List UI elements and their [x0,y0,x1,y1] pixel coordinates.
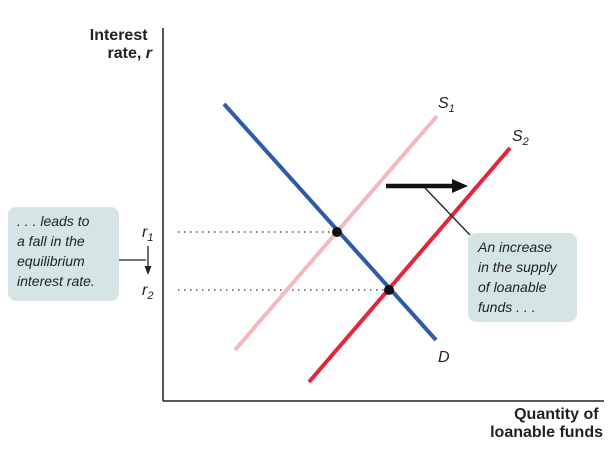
rate-fall-arrowhead [144,266,152,275]
supply-shift-arrowhead [452,179,468,193]
supply-2-label: S2 [512,128,529,148]
equilibrium-point-2 [384,285,394,295]
supply-curve-2 [307,146,512,384]
right-callout-text: An increase in the supply of loanable fu… [477,239,561,315]
equilibrium-point-1 [332,227,342,237]
demand-curve [222,102,438,342]
rate-1-label: r1 [142,224,153,244]
left-callout-text: . . . leads to a fall in the equilibrium… [17,213,95,289]
supply-1-label: S1 [438,95,455,115]
left-callout-box [8,207,119,301]
right-callout-connector [424,187,471,236]
x-axis-title: Quantity of loanable funds [490,406,603,441]
right-callout-box [468,233,577,322]
y-axis-title: Interest rate, r [90,27,153,62]
rate-2-label: r2 [142,282,153,302]
demand-label: D [438,349,450,366]
